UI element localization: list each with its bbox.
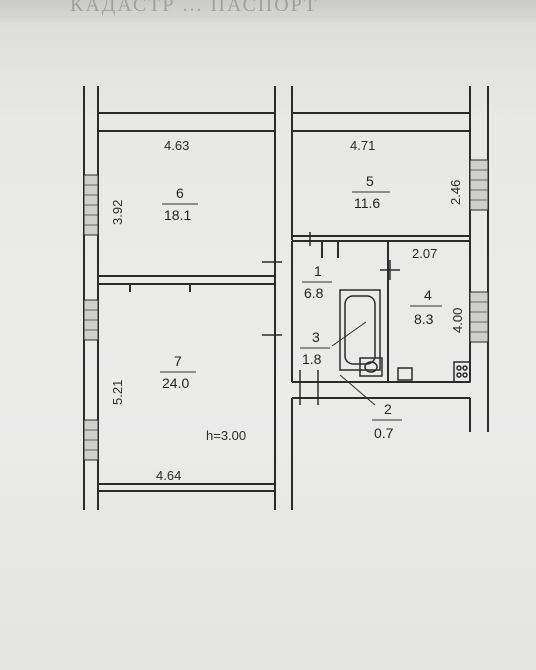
room-1-area: 6.8 [304, 285, 324, 301]
inner-walls [291, 241, 470, 510]
bathroom-fixtures [339, 289, 471, 383]
room-5-id: 5 [366, 173, 374, 189]
outer-right-wall [469, 86, 489, 432]
room-6-area: 18.1 [164, 207, 191, 223]
room-6-label: 6 18.1 [162, 185, 198, 223]
outer-bottom-wall [98, 483, 275, 492]
room-2-area: 0.7 [374, 425, 394, 441]
room-7-area: 24.0 [162, 375, 189, 391]
windows [83, 159, 489, 461]
room-6-id: 6 [176, 185, 184, 201]
dim-room7-width: 4.64 [156, 468, 181, 483]
window-hatching [84, 169, 488, 451]
document-header-text: КАДАСТР ... ПАСПОРТ [70, 0, 319, 16]
ceiling-height-label: h=3.00 [206, 428, 246, 443]
partition-6-7 [98, 275, 275, 292]
room-7-id: 7 [174, 353, 182, 369]
door-marks [262, 232, 400, 405]
partition-5-bottom [292, 235, 470, 242]
dim-room5-width: 4.71 [350, 138, 375, 153]
room-3-area: 1.8 [302, 351, 322, 367]
room-4-label: 4 8.3 [410, 287, 442, 327]
room-4-area: 8.3 [414, 311, 434, 327]
outer-top-wall [98, 86, 470, 510]
room-5-area: 11.6 [354, 195, 380, 211]
room-3-id: 3 [312, 329, 320, 345]
dim-room4-width: 2.07 [412, 246, 437, 261]
room-2-id: 2 [384, 401, 392, 417]
room-5-label: 5 11.6 [352, 173, 390, 211]
room-2-label: 2 0.7 [372, 401, 402, 441]
dim-right-upper: 2.46 [448, 180, 463, 205]
dim-left-lower: 5.21 [110, 380, 125, 405]
leader-lines [331, 321, 376, 406]
document-header-band: КАДАСТР ... ПАСПОРТ [0, 0, 536, 22]
room-4-id: 4 [424, 287, 432, 303]
room-7-label: 7 24.0 [160, 353, 196, 391]
room-1-label: 1 6.8 [302, 263, 332, 301]
room-3-label: 3 1.8 [300, 329, 330, 367]
dim-left-upper: 3.92 [110, 200, 125, 225]
room-1-id: 1 [314, 263, 322, 279]
dim-room4-height: 4.00 [450, 308, 465, 333]
dim-room6-width: 4.63 [164, 138, 189, 153]
